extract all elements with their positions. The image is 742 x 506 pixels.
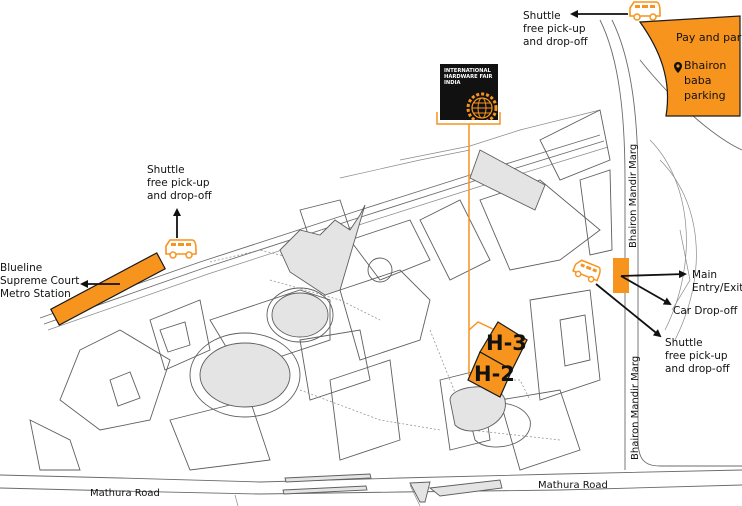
- grey-buildings: [189, 149, 546, 432]
- bhairon-baba-parking-label: Bhairon baba parking: [684, 59, 727, 102]
- arrow-icon: [620, 275, 672, 305]
- halls: [467, 321, 528, 398]
- logo-text: INTERNATIONAL HARDWARE FAIR INDIA: [444, 68, 493, 86]
- main-entry-label: Main Entry/Exit: [692, 269, 742, 294]
- bhairon-mandir-marg-label-lower: Bhairon Mandir Marg: [630, 355, 641, 460]
- shuttle-left-label: Shuttle free pick-up and drop-off: [147, 164, 212, 202]
- hall-h3-label: H-3: [486, 331, 527, 355]
- railway-lines: [39, 109, 609, 331]
- mathura-road-lines: [0, 469, 742, 506]
- mathura-road-label-right: Mathura Road: [538, 480, 608, 491]
- pay-and-park-label: Pay and park: [676, 31, 742, 44]
- car-dropoff-label: Car Drop-off: [673, 305, 738, 317]
- shuttle-right-label: Shuttle free pick-up and drop-off: [665, 337, 730, 375]
- gear-globe-icon: [466, 92, 498, 120]
- shuttle-van-icon[interactable]: [629, 1, 661, 21]
- map-pin-icon: [674, 62, 682, 73]
- arrow-icon: [620, 270, 687, 279]
- metro-station-label: Blueline Supreme Court Metro Station: [0, 262, 80, 300]
- ihfi-logo: INTERNATIONAL HARDWARE FAIR INDIA: [440, 64, 498, 120]
- bhairon-mandir-marg-label-upper: Bhairon Mandir Marg: [628, 143, 639, 248]
- shuttle-top-label: Shuttle free pick-up and drop-off: [523, 10, 588, 48]
- mathura-road-label-left: Mathura Road: [90, 488, 160, 499]
- metro-station-block[interactable]: [49, 252, 167, 326]
- hall-h2-label: H-2: [474, 362, 515, 386]
- arrows: [80, 10, 687, 338]
- hall-h2-shape[interactable]: [467, 351, 513, 398]
- shuttle-van-icon[interactable]: [165, 239, 197, 259]
- pay-and-park-area[interactable]: [638, 15, 741, 117]
- arrow-icon: [595, 283, 662, 338]
- bhairon-mandir-marg-lines: [599, 19, 742, 470]
- shuttle-van-icon[interactable]: [572, 259, 602, 284]
